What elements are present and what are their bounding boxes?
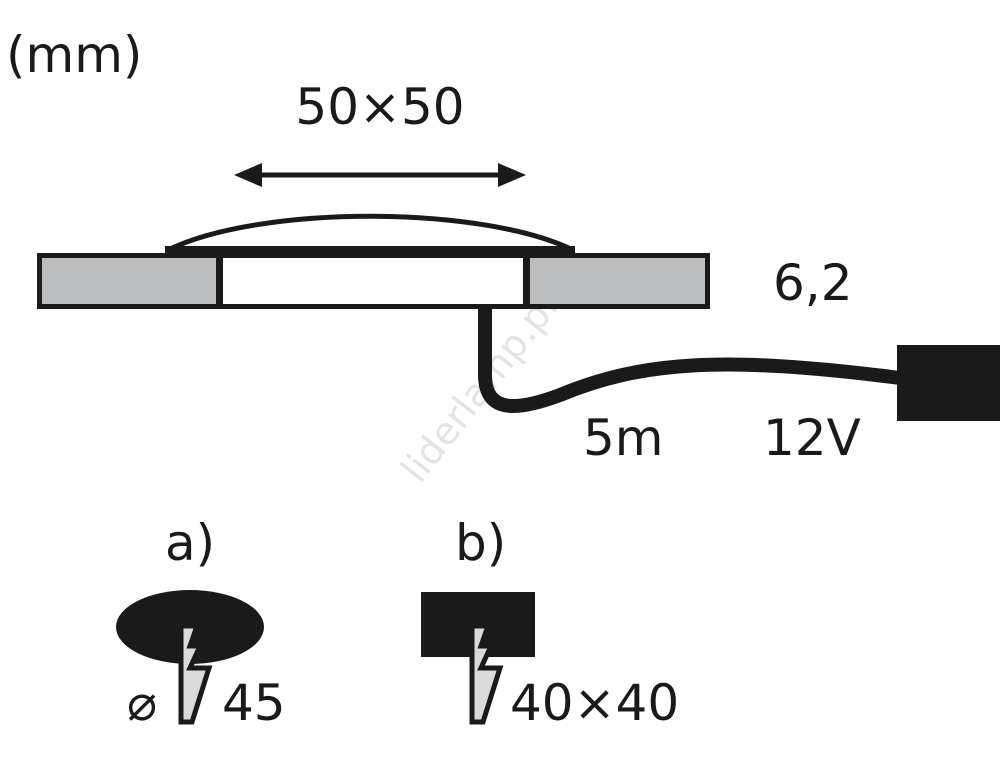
surface-left	[42, 258, 216, 304]
width-arrow	[234, 163, 526, 187]
height-label: 6,2	[773, 254, 853, 312]
surface-right	[530, 258, 705, 304]
lamp-body	[223, 258, 523, 304]
lens-dome	[166, 213, 575, 253]
cable	[478, 308, 901, 413]
option-b-size: 40×40	[510, 674, 679, 732]
option-a-size: 45	[222, 674, 286, 732]
voltage-label: 12V	[763, 409, 861, 467]
lamp-cross-section	[37, 213, 710, 309]
diameter-symbol: ⌀	[127, 674, 157, 732]
option-a-label: a)	[165, 514, 215, 572]
width-label: 50×50	[295, 78, 464, 136]
drill-icon-b	[469, 623, 504, 725]
power-plug	[897, 345, 1000, 421]
cable-length-label: 5m	[583, 409, 664, 467]
option-b-label: b)	[455, 514, 506, 572]
units-label: (mm)	[6, 26, 142, 84]
drill-icon-a	[178, 623, 213, 725]
